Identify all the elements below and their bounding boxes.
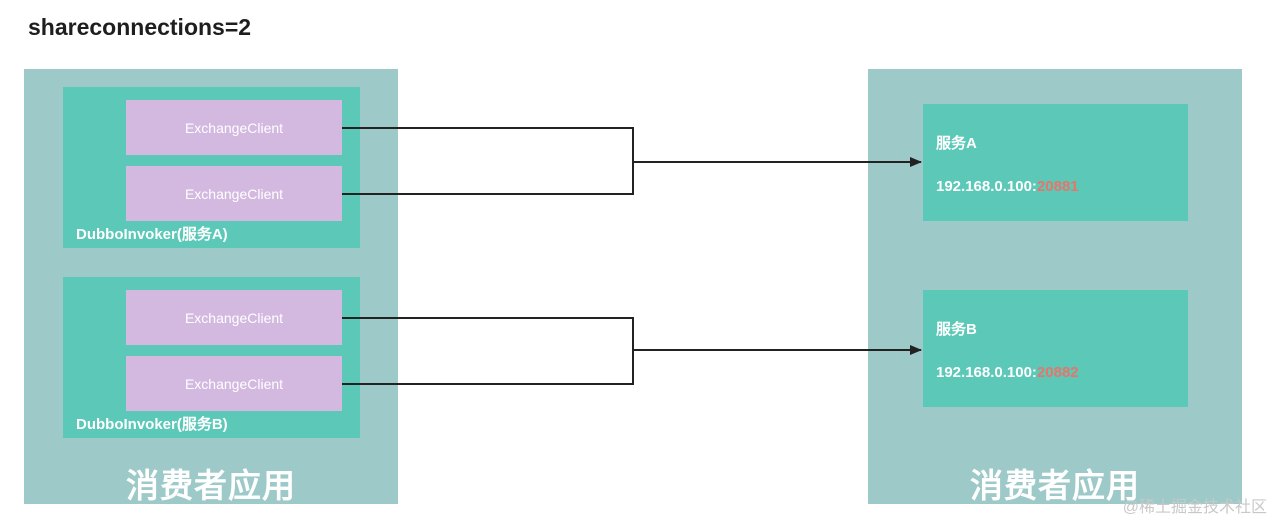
exchange-client: ExchangeClient [126,100,342,155]
invoker-label-b: DubboInvoker(服务B) [76,416,228,433]
provider-panel-label: 消费者应用 [970,467,1140,504]
service-a-address: 192.168.0.100:20881 [936,178,1079,195]
diagram-title: shareconnections=2 [28,14,252,40]
connector-b [342,317,922,385]
service-b-name: 服务B [936,321,977,338]
invoker-label-a: DubboInvoker(服务A) [76,226,228,243]
service-b-port: 20882 [1036,364,1079,381]
consumer-panel-label: 消费者应用 [126,467,296,504]
service-b-box: 服务B 192.168.0.100:20882 [923,290,1188,407]
dubbo-invoker-b: ExchangeClient ExchangeClient DubboInvok… [63,277,360,438]
connector-a-merge [342,127,634,195]
consumer-panel: ExchangeClient ExchangeClient DubboInvok… [24,69,398,504]
service-a-box: 服务A 192.168.0.100:20881 [923,104,1188,221]
provider-panel: 服务A 192.168.0.100:20881 服务B 192.168.0.10… [868,69,1242,504]
watermark: @稀土掘金技术社区 [1122,499,1267,516]
connector-b-merge [342,317,634,385]
connector-a [342,127,922,195]
exchange-client: ExchangeClient [126,166,342,221]
service-a-name: 服务A [936,135,977,152]
exchange-client: ExchangeClient [126,290,342,345]
dubbo-invoker-a: ExchangeClient ExchangeClient DubboInvok… [63,87,360,248]
service-b-address: 192.168.0.100:20882 [936,364,1079,381]
service-a-port: 20881 [1036,178,1079,195]
exchange-client: ExchangeClient [126,356,342,411]
